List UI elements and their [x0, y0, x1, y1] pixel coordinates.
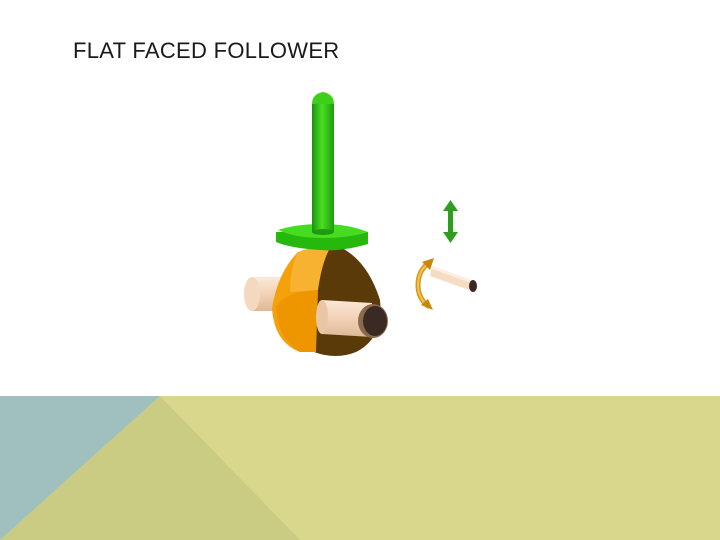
shaft-end [363, 306, 387, 336]
decorative-footer-band [0, 396, 720, 540]
rotation-arrow-icon [415, 258, 434, 310]
cam-follower-diagram [244, 92, 477, 356]
input-shaft [430, 266, 477, 292]
slide-title: FLAT FACED FOLLOWER [73, 38, 340, 63]
translation-arrow-icon [443, 200, 458, 243]
follower-stem [312, 92, 334, 235]
camshaft-right [316, 300, 388, 338]
footer-middle-triangle [0, 396, 300, 540]
